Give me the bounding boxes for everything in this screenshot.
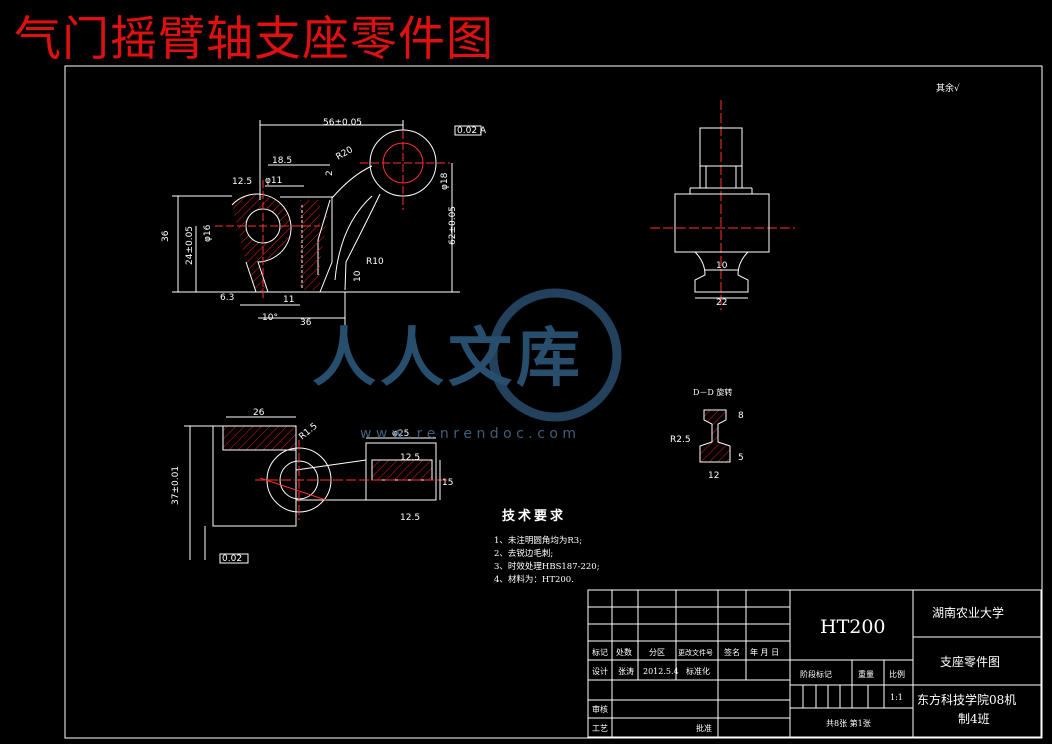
tb-school: 东方科技学院08机 [917,692,1016,707]
drawing-border [64,65,1043,739]
side-view [650,100,795,310]
dim-phi25: φ25 [392,429,409,439]
corner-roughness-note: 其余√ [936,82,960,94]
roughness-bottom: 12.5 [400,513,420,523]
tb-label-sign: 签名 [724,647,740,657]
tb-weight: 重量 [858,669,874,679]
drawing-title: 气门摇臂轴支座零件图 [14,12,494,67]
dim-2: 2 [325,170,335,176]
dim-26: 26 [253,408,265,418]
dim-5: 5 [738,453,744,463]
watermark: 人人文库 w w w . r e n r e n d o c . c o m [312,288,622,442]
tb-part-name: 支座零件图 [940,654,1000,669]
svg-text:0.02: 0.02 [222,554,242,564]
dim-56: 56±0.05 [323,118,362,128]
section-dd [699,409,731,463]
dim-phi11: φ11 [265,176,282,186]
tb-approve: 批准 [696,723,712,733]
dim-24: 24±0.05 [185,226,195,265]
tolerance-frame-1: 0.02 A [454,125,487,136]
dim-11: 11 [283,295,294,305]
tb-material: HT200 [820,616,886,638]
roughness-12-5: 12.5 [232,177,252,187]
dim-12: 12 [708,471,719,481]
tb-label-date: 年 月 日 [750,647,779,657]
front-view [172,120,460,325]
dim-8: 8 [738,411,744,421]
tb-ratio-label: 比例 [889,669,905,679]
dim-15: 15 [442,478,453,488]
dim-r10: R10 [366,257,384,267]
dim-r2-5: R2.5 [670,435,691,445]
tb-designer: 张涛 [618,666,634,676]
tb-review: 审核 [592,704,608,714]
tb-label-zone: 分区 [649,648,665,657]
tb-standard: 标准化 [686,666,710,676]
tolerance-frame-2: 0.02 [219,553,249,564]
tb-label-count: 处数 [616,647,632,657]
dim-10deg: 10° [262,313,278,323]
tech-item-4: 4、材料为：HT200. [494,574,574,585]
dim-18-5: 18.5 [272,156,292,166]
tb-stage: 阶段标记 [800,669,832,679]
tech-item-2: 2、去锐边毛刺; [494,548,553,559]
tech-heading: 技术要求 [502,508,566,524]
dim-phi18: φ18 [440,172,450,190]
top-view [184,416,450,560]
tech-item-1: 1、未注明圆角均为R3; [494,535,582,546]
dim-10-side: 10 [353,270,363,282]
dim-r20: R20 [335,145,356,163]
tb-process: 工艺 [592,724,608,733]
tb-university: 湖南农业大学 [932,605,1004,620]
tb-ratio: 1:1 [890,693,903,702]
dim-10-side-view: 10 [716,261,728,271]
roughness-6-3: 6.3 [220,293,234,303]
tb-class: 制4班 [958,712,990,726]
tb-label-change: 更改文件号 [678,648,713,657]
dim-phi16: φ16 [203,224,213,242]
tb-design-label: 设计 [592,666,608,676]
tb-date: 2012.5.4 [643,667,679,676]
svg-text:0.02 A: 0.02 A [457,126,487,136]
tech-item-3: 3、时效处理HBS187-220; [494,561,600,572]
dim-62: 62±0.05 [448,206,458,245]
dim-22: 22 [716,298,727,308]
title-block [587,589,1042,738]
watermark-text: 人人文库 [312,322,584,396]
section-label: D－D 旋转 [693,387,732,397]
dim-r1-5: R1.5 [298,421,320,442]
tb-sheets: 共8张 第1张 [826,718,871,728]
tb-label-mark: 标记 [592,647,608,657]
dim-36-bottom: 36 [300,318,312,328]
dim-37: 37±0.01 [171,466,181,505]
watermark-url: w w w . r e n r e n d o c . c o m [360,426,576,442]
roughness-top: 12.5 [400,453,420,463]
dim-36: 36 [161,230,171,242]
